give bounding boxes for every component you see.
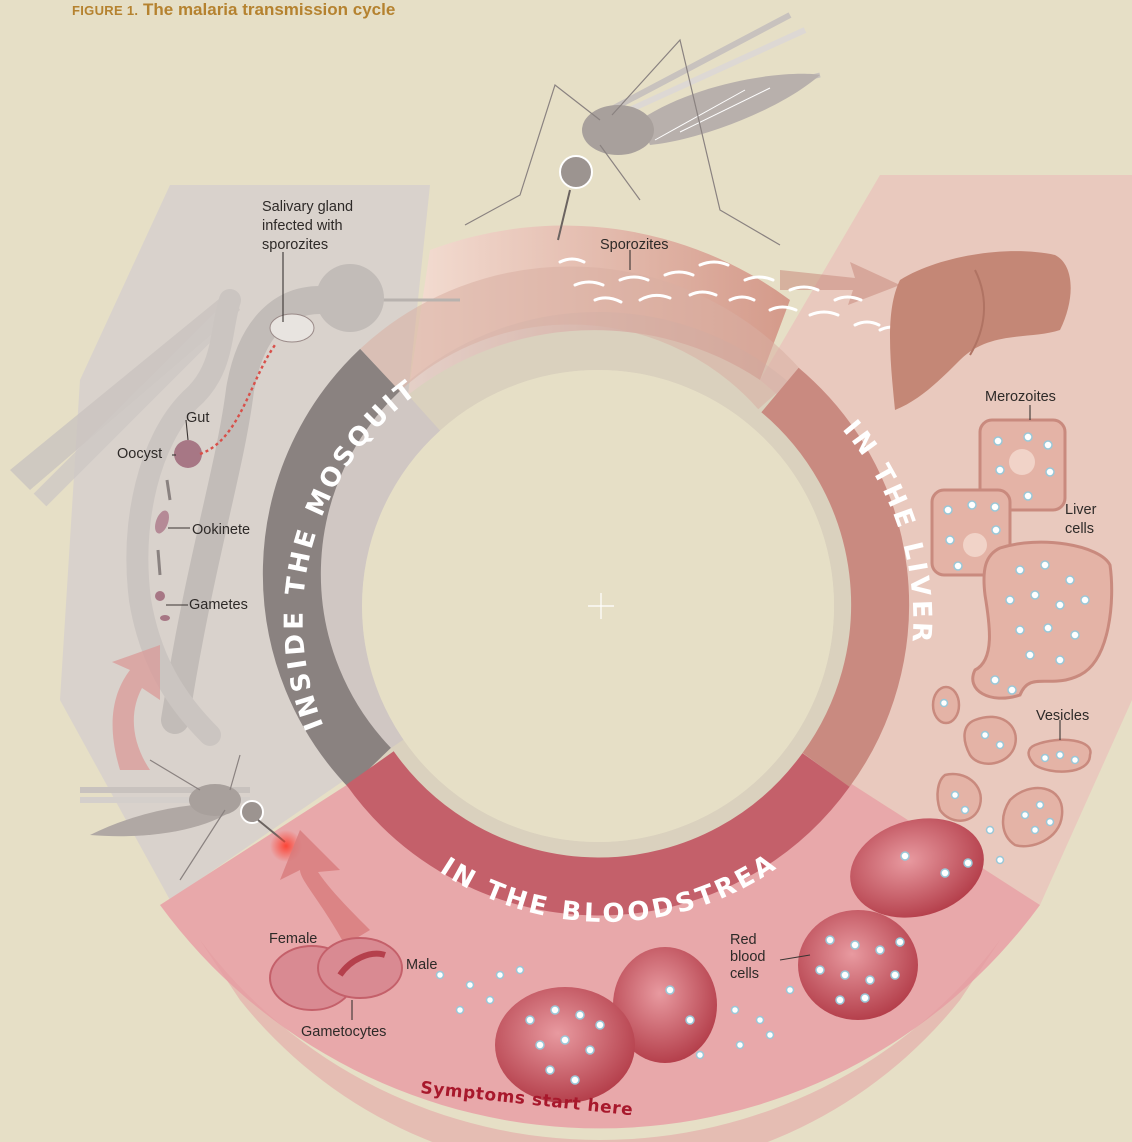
- label-gametes: Gametes: [189, 597, 248, 613]
- inner-ring: [292, 295, 880, 886]
- label-gut: Gut: [186, 410, 209, 426]
- label-rbc-2: blood: [730, 949, 765, 965]
- label-sporozites: Sporozites: [600, 237, 669, 253]
- label-salivary-1: Salivary gland: [262, 199, 353, 215]
- label-liver-cells-1: Liver: [1065, 502, 1097, 518]
- label-salivary-3: sporozites: [262, 237, 328, 253]
- label-male: Male: [406, 957, 437, 973]
- label-oocyst: Oocyst: [117, 446, 162, 462]
- label-vesicles: Vesicles: [1036, 708, 1089, 724]
- mosquito-top-illustration: [465, 15, 820, 245]
- label-merozoites: Merozoites: [985, 389, 1056, 405]
- label-ookinete: Ookinete: [192, 522, 250, 538]
- label-salivary-2: infected with: [262, 218, 343, 234]
- label-female: Female: [269, 931, 317, 947]
- label-rbc-3: cells: [730, 966, 759, 982]
- label-gametocytes: Gametocytes: [301, 1024, 386, 1040]
- label-liver-cells-2: cells: [1065, 521, 1094, 537]
- label-rbc-1: Red: [730, 932, 757, 948]
